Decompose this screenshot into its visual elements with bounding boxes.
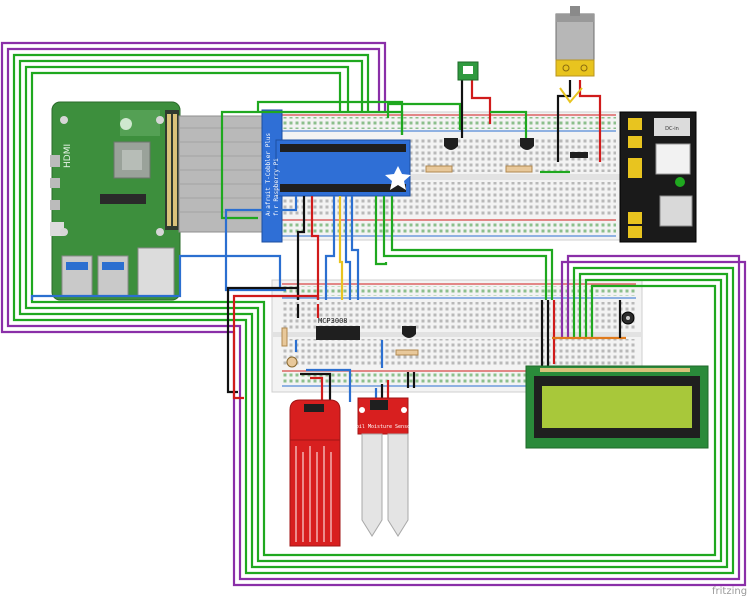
motor-circuit [220, 6, 602, 220]
lcd-display [525, 365, 709, 449]
pi-hdmi-label: HDMI [63, 144, 73, 168]
power-module-label: DC-in [665, 126, 679, 132]
dc-motor [555, 6, 595, 77]
resistor-r2 [505, 165, 533, 173]
outer-wire-bundle [0, 41, 747, 587]
raspberry-logo-icon [120, 118, 132, 130]
fritzing-watermark: fritzing [712, 586, 747, 597]
mcp3008-chip [316, 326, 360, 340]
resistor-r3 [395, 349, 419, 356]
water-level-sensor [289, 399, 341, 547]
soil-moisture-sensor: Soil Moisture Sensor [353, 397, 413, 537]
cobbler-label-2: for Raspberry Pi [273, 158, 280, 216]
soil-sensor-label: Soil Moisture Sensor [353, 424, 413, 430]
breadboard-top [267, 111, 625, 241]
ethernet-port [137, 247, 175, 297]
cobbler-label-1: Adafruit T-Cobbler Plus [265, 133, 272, 216]
cobbler-wires [30, 196, 554, 400]
lower-components: MCP3008 [281, 300, 635, 402]
power-supply-module: DC-in [619, 111, 697, 243]
transistor-q2 [520, 138, 534, 150]
resistor-r1 [425, 165, 453, 173]
transistor-q1 [444, 138, 458, 150]
photoresistor [286, 356, 298, 368]
mcp3008-label: MCP3008 [318, 317, 348, 325]
star-icon [385, 166, 411, 190]
raspberry-pi-board: HDMI [50, 101, 181, 301]
usb-input [659, 195, 693, 227]
diode [570, 152, 588, 158]
resistor-r4 [281, 327, 288, 347]
power-switch [655, 143, 691, 175]
temperature-sensor [402, 326, 416, 338]
